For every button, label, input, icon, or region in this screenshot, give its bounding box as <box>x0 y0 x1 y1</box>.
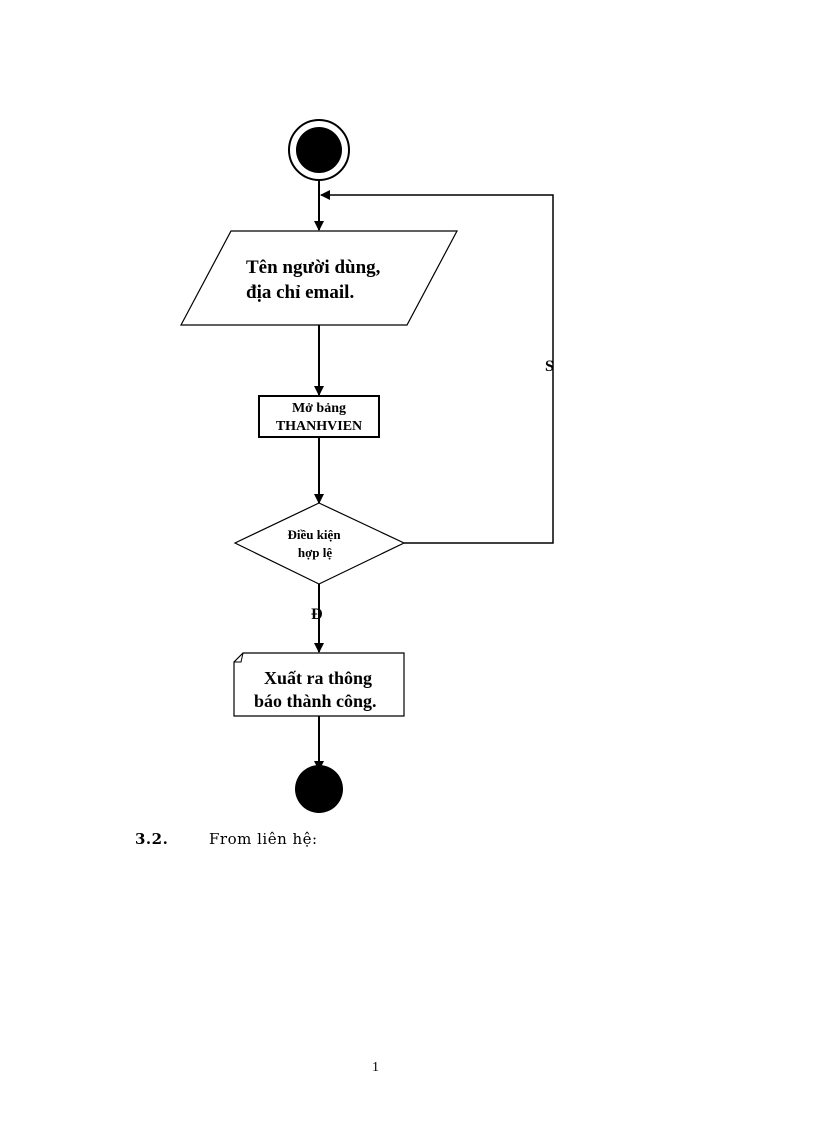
flowchart: Tên người dùng, địa chỉ email. Mở bảng T… <box>180 119 554 813</box>
output-box <box>233 652 405 717</box>
section-number: 3.2. <box>135 830 169 848</box>
loop-back-connector <box>320 190 554 544</box>
true-branch-label: Đ <box>311 606 323 623</box>
output-text-line2: báo thành công. <box>254 691 377 711</box>
false-branch-label: S <box>545 358 554 375</box>
section-title: From liên hệ: <box>209 830 318 848</box>
start-node <box>288 119 350 181</box>
decision-text-line1: Điều kiện <box>287 527 341 542</box>
input-text-line2: địa chỉ email. <box>246 282 354 303</box>
decision-text-line2: hợp lệ <box>298 545 333 560</box>
input-shape <box>180 230 458 326</box>
process-text-line1: Mở bảng <box>292 401 346 416</box>
section-heading: 3.2. From liên hệ: <box>135 830 318 848</box>
decision-diamond <box>233 502 406 585</box>
output-text-line1: Xuất ra thông <box>264 668 372 688</box>
process-text-line2: THANHVIEN <box>276 419 362 434</box>
input-text-line1: Tên người dùng, <box>246 257 381 278</box>
process-box <box>258 395 380 438</box>
page-number: 1 <box>372 1060 379 1075</box>
end-node <box>295 765 343 813</box>
